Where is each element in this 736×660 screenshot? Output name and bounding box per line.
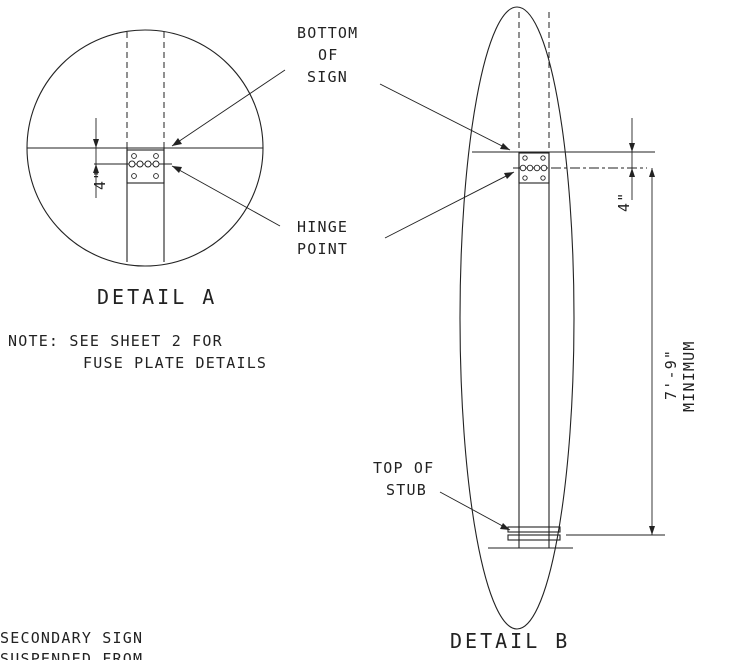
detail-b-dim-arrow-top — [629, 143, 635, 152]
leader-arrow — [500, 143, 510, 150]
leader-lines — [171, 69, 515, 531]
note-line1: NOTE: SEE SHEET 2 FOR — [8, 332, 223, 350]
detail-b-title: DETAIL B — [450, 629, 570, 653]
detail-b-dim-height-note: MINIMUM — [680, 340, 698, 412]
detail-b-ellipse — [459, 6, 575, 630]
detail-b-hinge-hole — [540, 164, 548, 172]
detail-a: 4" — [26, 29, 264, 267]
label-hinge-point-line2: POINT — [297, 240, 348, 258]
detail-b-stub-plate-top — [507, 526, 561, 533]
detail-b-bolt-hole — [522, 155, 528, 161]
leader-bottom-of-sign-b — [379, 83, 511, 151]
label-top-of-stub-line2: STUB — [386, 481, 427, 499]
detail-a-dim-arrow-bottom — [93, 164, 99, 173]
detail-a-bolt-hole — [131, 173, 137, 179]
secondary-sign-line1: SECONDARY SIGN — [0, 629, 143, 647]
detail-b-hinge-hole — [519, 164, 527, 172]
leader-arrow — [504, 172, 514, 179]
label-bottom-of-sign-line3: SIGN — [307, 68, 348, 86]
leader-arrow — [500, 523, 510, 530]
detail-a-bolt-hole — [153, 153, 159, 159]
leader-top-of-stub — [439, 491, 511, 531]
detail-a-fuse-plate — [126, 149, 165, 184]
leader-hinge-point-a — [171, 165, 281, 227]
detail-a-hinge-hole — [144, 160, 152, 168]
label-bottom-of-sign-line2: OF — [318, 46, 338, 64]
label-bottom-of-sign-line1: BOTTOM — [297, 24, 358, 42]
detail-b-stub-plate-bottom — [507, 534, 561, 541]
detail-b-bolt-hole — [540, 155, 546, 161]
label-top-of-stub-line1: TOP OF — [373, 459, 434, 477]
detail-b-dim-4in: 4" — [615, 192, 633, 212]
note-line2: FUSE PLATE DETAILS — [83, 354, 267, 372]
leader-bottom-of-sign-a — [171, 69, 286, 147]
detail-b-dim-height: 7'-9" — [662, 349, 680, 400]
detail-a-hinge-hole — [152, 160, 160, 168]
detail-a-dim-arrow-top — [93, 139, 99, 148]
detail-b-dim-height-arrow-top — [649, 168, 655, 177]
secondary-sign-line2: SUSPENDED FROM — [0, 650, 143, 660]
detail-b-dim-height-arrow-bottom — [649, 526, 655, 535]
detail-b-bolt-hole — [522, 175, 528, 181]
leader-arrow — [172, 138, 182, 146]
detail-b-hinge-hole — [533, 164, 541, 172]
detail-b-dim-arrow-bottom — [629, 168, 635, 177]
detail-b-bolt-hole — [540, 175, 546, 181]
text-labels: BOTTOM OF SIGN HINGE POINT DETAIL A NOTE… — [0, 24, 570, 660]
detail-a-title: DETAIL A — [97, 285, 217, 309]
detail-b-hinge-hole — [526, 164, 534, 172]
detail-a-hinge-hole — [136, 160, 144, 168]
detail-a-hinge-hole — [128, 160, 136, 168]
detail-b: 4" 7'-9" MINIMUM — [459, 6, 698, 630]
detail-a-bolt-hole — [153, 173, 159, 179]
detail-a-dim-4in: 4" — [91, 170, 109, 190]
leader-hinge-point-b — [384, 171, 515, 239]
label-hinge-point-line1: HINGE — [297, 218, 348, 236]
detail-a-bolt-hole — [131, 153, 137, 159]
leader-arrow — [172, 166, 182, 173]
